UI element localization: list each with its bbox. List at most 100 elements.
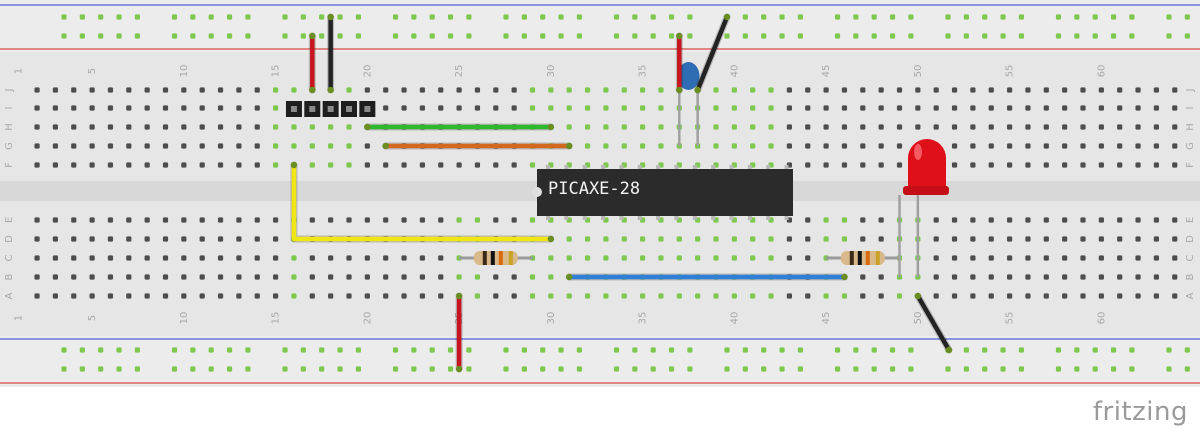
- breadboard-hole: [346, 293, 352, 299]
- column-label: 45: [821, 65, 832, 78]
- breadboard-hole: [566, 105, 572, 111]
- chip-pin: [711, 165, 716, 169]
- column-label: 1: [14, 315, 25, 321]
- chip-pin: [656, 165, 661, 169]
- breadboard-hole: [401, 217, 407, 223]
- breadboard-hole: [742, 347, 748, 353]
- breadboard-hole: [603, 143, 609, 149]
- breadboard-hole: [199, 255, 205, 261]
- breadboard-hole: [576, 347, 582, 353]
- breadboard-hole: [1098, 236, 1104, 242]
- breadboard-hole: [493, 274, 499, 280]
- breadboard-hole: [503, 347, 509, 353]
- breadboard-hole: [750, 87, 756, 93]
- breadboard-hole: [945, 366, 951, 372]
- breadboard-hole: [493, 293, 499, 299]
- breadboard-hole: [1129, 347, 1135, 353]
- breadboard-hole: [245, 347, 251, 353]
- column-label: 40: [729, 312, 740, 325]
- breadboard-hole: [162, 217, 169, 223]
- breadboard-hole: [438, 255, 444, 261]
- breadboard-hole: [116, 366, 122, 372]
- breadboard-hole: [621, 143, 627, 149]
- breadboard-hole: [1172, 162, 1178, 168]
- breadboard-hole: [89, 217, 95, 223]
- wire-end: [455, 292, 463, 300]
- breadboard-hole: [162, 293, 169, 299]
- breadboard-hole: [805, 217, 811, 223]
- header-pin-core: [346, 106, 352, 112]
- breadboard-hole: [273, 143, 279, 149]
- breadboard-hole: [963, 14, 969, 20]
- breadboard-hole: [217, 236, 224, 242]
- breadboard-hole: [889, 14, 896, 20]
- breadboard-hole: [805, 255, 811, 261]
- breadboard-hole: [34, 162, 40, 168]
- row-label: I: [4, 107, 15, 110]
- chip-notch: [532, 187, 542, 197]
- breadboard-hole: [1043, 236, 1049, 242]
- wire-end: [364, 123, 371, 131]
- wire-end: [290, 161, 298, 169]
- breadboard-hole: [521, 33, 527, 39]
- breadboard-hole: [970, 87, 976, 93]
- breadboard-hole: [1055, 14, 1062, 20]
- breadboard-hole: [1110, 14, 1117, 20]
- breadboard-hole: [171, 347, 178, 353]
- breadboard-hole: [558, 33, 564, 39]
- breadboard-hole: [429, 347, 435, 353]
- breadboard-hole: [1117, 124, 1123, 130]
- breadboard-hole: [908, 33, 914, 39]
- breadboard-hole: [71, 143, 77, 149]
- breadboard-hole: [438, 162, 444, 168]
- breadboard-hole: [988, 274, 994, 280]
- chip-pin: [766, 165, 771, 169]
- breadboard-hole: [107, 274, 114, 280]
- breadboard-hole: [401, 162, 407, 168]
- breadboard-hole: [456, 105, 462, 111]
- wire-end: [566, 273, 573, 281]
- breadboard-hole: [540, 33, 546, 39]
- breadboard-hole: [640, 105, 646, 111]
- breadboard-hole: [107, 124, 114, 130]
- breadboard-hole: [797, 33, 803, 39]
- breadboard-hole: [1117, 274, 1123, 280]
- breadboard-hole: [761, 33, 767, 39]
- breadboard-hole: [1080, 87, 1086, 93]
- breadboard-hole: [982, 33, 988, 39]
- breadboard-hole: [134, 14, 140, 20]
- column-label: 1: [14, 68, 25, 74]
- breadboard-hole: [576, 366, 582, 372]
- breadboard-hole: [503, 14, 509, 20]
- breadboard-hole: [521, 347, 527, 353]
- breadboard-hole: [1098, 217, 1104, 223]
- breadboard-hole: [144, 105, 150, 111]
- breadboard-hole: [529, 217, 536, 223]
- breadboard-hole: [640, 293, 646, 299]
- breadboard-hole: [970, 143, 976, 149]
- breadboard-hole: [107, 293, 114, 299]
- breadboard-hole: [933, 236, 939, 242]
- breadboard-hole: [871, 33, 877, 39]
- breadboard-hole: [1062, 236, 1068, 242]
- breadboard-hole: [878, 236, 884, 242]
- breadboard-hole: [116, 14, 122, 20]
- breadboard-hole: [208, 366, 214, 372]
- breadboard-hole: [503, 33, 509, 39]
- breadboard-hole: [676, 293, 682, 299]
- breadboard-hole: [511, 87, 517, 93]
- breadboard-hole: [309, 293, 315, 299]
- breadboard-hole: [841, 293, 848, 299]
- breadboard-hole: [1117, 143, 1123, 149]
- breadboard-hole: [988, 236, 994, 242]
- row-label: B: [1185, 273, 1196, 280]
- wire-end: [945, 346, 953, 354]
- breadboard-hole: [1080, 217, 1086, 223]
- breadboard-hole: [603, 236, 609, 242]
- breadboard-hole: [126, 143, 132, 149]
- breadboard-hole: [529, 293, 536, 299]
- breadboard-hole: [401, 255, 407, 261]
- wire-end: [566, 142, 573, 150]
- breadboard-hole: [834, 366, 841, 372]
